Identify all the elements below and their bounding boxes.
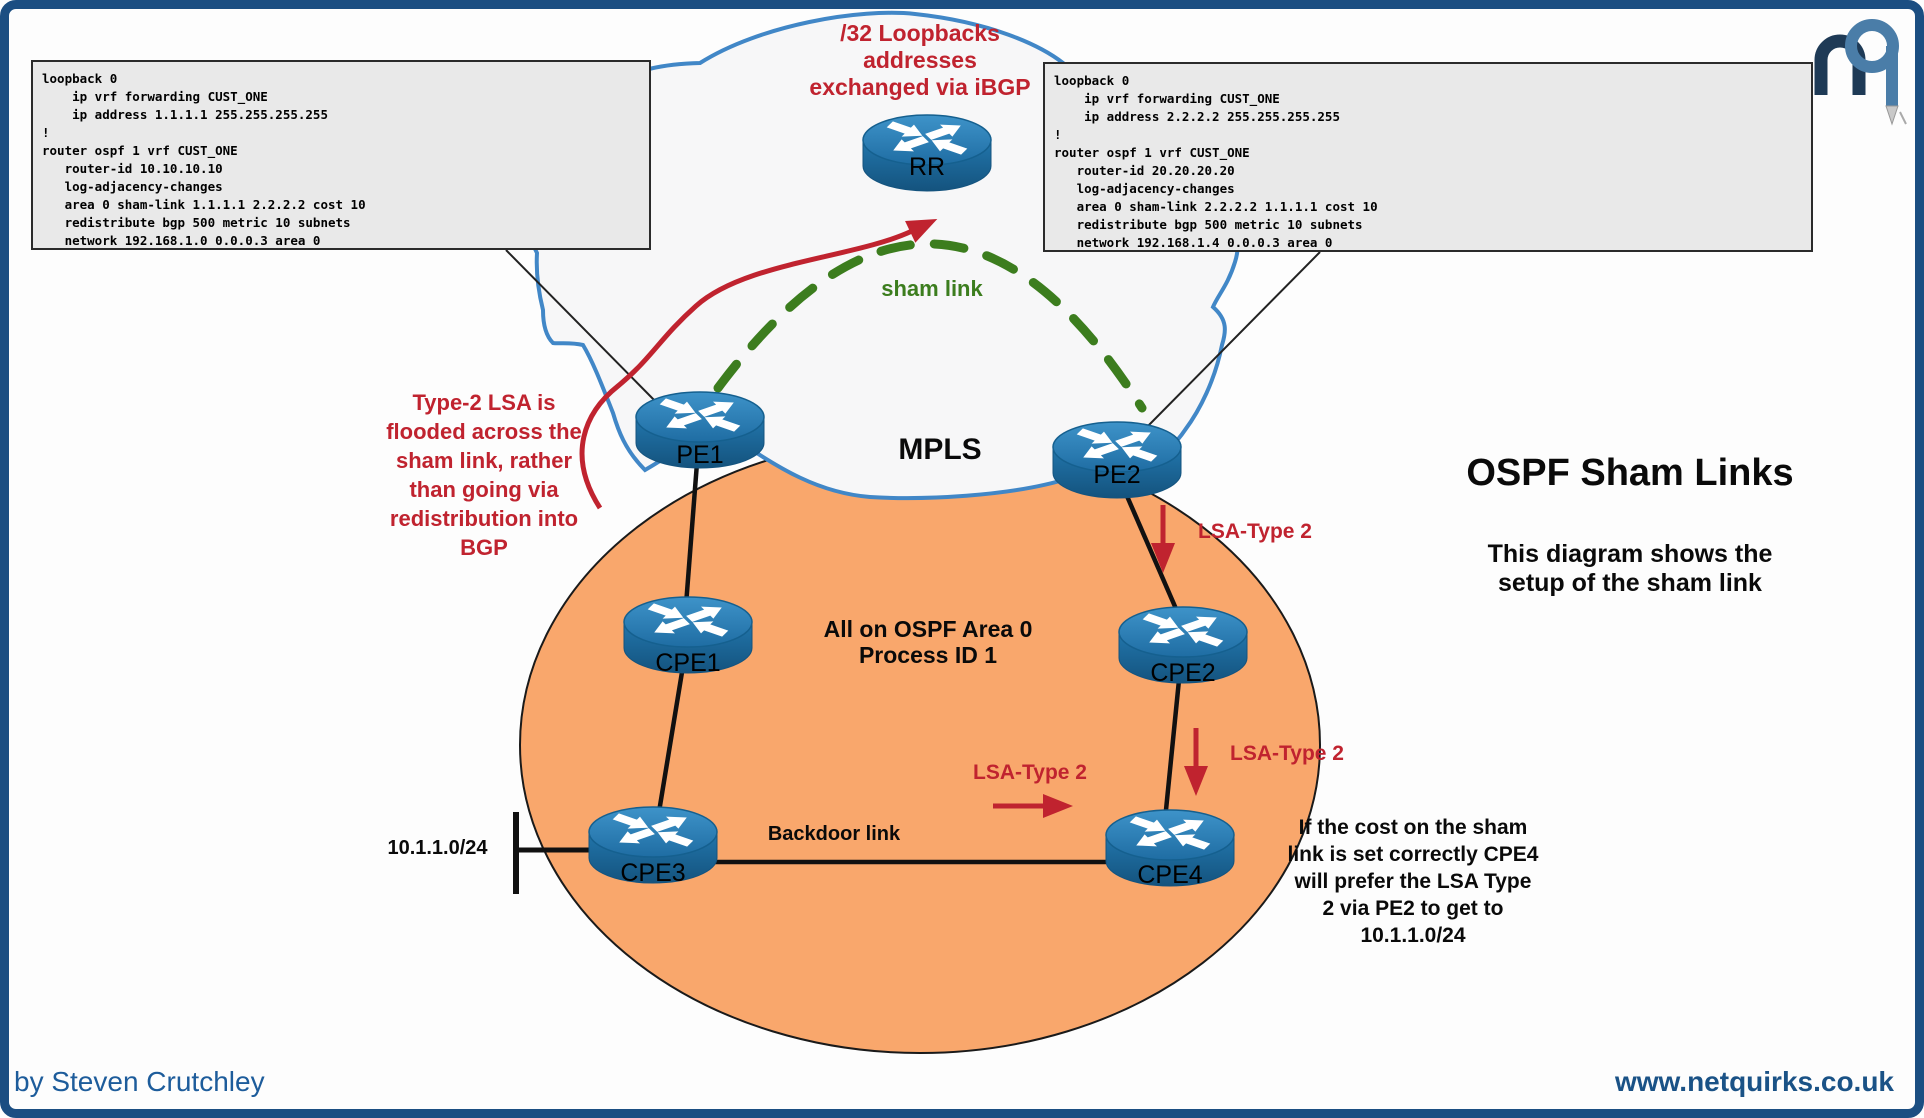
lsa-type2-label-right: LSA-Type 2 — [1230, 742, 1344, 765]
lan-subnet-label: 10.1.1.0/24 — [387, 837, 488, 859]
link-pe2-cpe2 — [1117, 479, 1183, 619]
lsa-type2-label-top: LSA-Type 2 — [1198, 520, 1312, 543]
backdoor-link-label: Backdoor link — [767, 823, 901, 845]
label-pe1: PE1 — [676, 441, 724, 469]
label-pe2: PE2 — [1093, 461, 1141, 489]
label-cpe4: CPE4 — [1137, 861, 1203, 889]
link-pe1-cpe1 — [683, 449, 701, 606]
note-type2-lsa-flood: Type-2 LSA is flooded across the sham li… — [386, 390, 582, 560]
config-box-pe2: loopback 0 ip vrf forwarding CUST_ONE ip… — [1043, 62, 1813, 252]
note-ospf-area: All on OSPF Area 0 Process ID 1 — [823, 616, 1033, 668]
config-line-pe1 — [505, 249, 663, 409]
link-cpe1-cpe3 — [655, 659, 687, 819]
note-sham-cost: If the cost on the sham link is set corr… — [1287, 816, 1539, 947]
link-cpe2-cpe4 — [1162, 669, 1183, 821]
label-cpe3: CPE3 — [620, 859, 686, 887]
config-box-pe1: loopback 0 ip vrf forwarding CUST_ONE ip… — [31, 60, 651, 250]
note-loopbacks: /32 Loopbacks addresses exchanged via iB… — [809, 20, 1031, 100]
netquirks-logo — [1814, 19, 1907, 126]
sham-link-label: sham link — [881, 276, 983, 301]
config-line-pe2 — [1145, 251, 1321, 429]
sham-link-arc — [713, 239, 1147, 413]
lsa-flood-curve — [579, 219, 938, 510]
label-rr: RR — [908, 153, 946, 181]
label-cpe1: CPE1 — [655, 649, 721, 677]
label-cpe2: CPE2 — [1150, 659, 1216, 687]
footer-website[interactable]: www.netquirks.co.uk — [1614, 1066, 1894, 1097]
page-subtitle: This diagram shows the setup of the sham… — [1487, 540, 1773, 597]
mpls-label: MPLS — [898, 433, 982, 466]
footer-author: by Steven Crutchley — [14, 1066, 265, 1097]
page-title: OSPF Sham Links — [1466, 452, 1794, 494]
lsa-type2-label-bottom: LSA-Type 2 — [973, 761, 1087, 784]
